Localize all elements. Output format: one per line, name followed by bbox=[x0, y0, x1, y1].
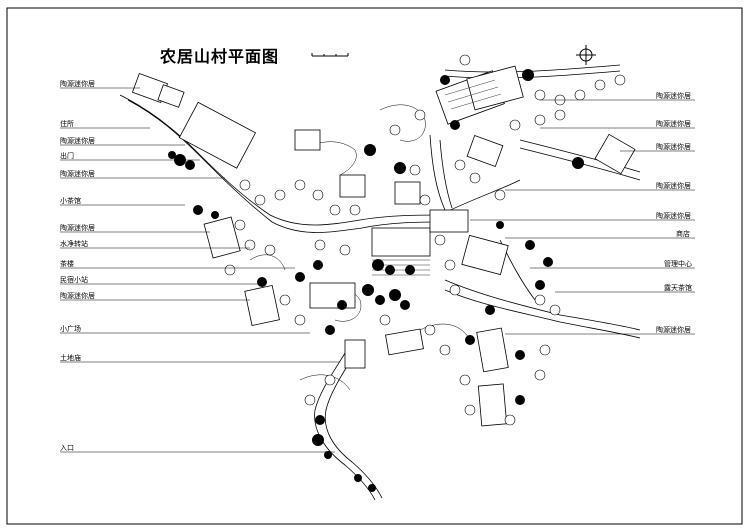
buildings bbox=[131, 65, 636, 427]
label-left-12: 小广场 bbox=[60, 325, 81, 333]
label-left-2: 住所 bbox=[60, 120, 74, 128]
label-left-9: 茶楼 bbox=[60, 260, 74, 268]
leader-lines-left bbox=[60, 87, 340, 453]
label-right-1: 陶源迷你居 bbox=[656, 92, 691, 100]
label-right-7: 管理中心 bbox=[664, 260, 692, 268]
label-right-3: 陶源迷你居 bbox=[656, 143, 691, 151]
label-left-5: 陶源迷你居 bbox=[60, 170, 95, 178]
label-right-4: 陶源迷你居 bbox=[656, 182, 691, 190]
label-right-8: 露天茶馆 bbox=[664, 284, 692, 292]
label-left-11: 陶源迷你居 bbox=[60, 292, 95, 300]
label-right-2: 陶源迷你居 bbox=[656, 120, 691, 128]
label-left-1: 陶源迷你居 bbox=[60, 80, 95, 88]
drawing-border bbox=[6, 7, 743, 525]
label-right-6: 商店 bbox=[676, 230, 690, 238]
label-left-14: 入口 bbox=[60, 444, 74, 452]
label-left-8: 水净转站 bbox=[60, 240, 88, 248]
label-left-13: 土地庙 bbox=[60, 354, 81, 362]
plan-title: 农居山村平面图 bbox=[160, 47, 280, 66]
label-left-10: 民宿小站 bbox=[60, 276, 88, 284]
label-left-4: 出门 bbox=[60, 152, 74, 160]
label-right-5: 陶源迷你居 bbox=[656, 212, 691, 220]
north-arrow-icon bbox=[576, 45, 596, 65]
scale-bar bbox=[311, 53, 349, 57]
label-left-3: 陶源迷你居 bbox=[60, 137, 95, 145]
label-left-6: 小茶馆 bbox=[60, 197, 81, 205]
leader-lines-right bbox=[470, 99, 695, 335]
label-right-9: 陶源迷你居 bbox=[656, 326, 691, 334]
trees-outline bbox=[224, 54, 626, 426]
trees-dark bbox=[168, 69, 584, 492]
label-left-7: 陶源迷你居 bbox=[60, 224, 95, 232]
